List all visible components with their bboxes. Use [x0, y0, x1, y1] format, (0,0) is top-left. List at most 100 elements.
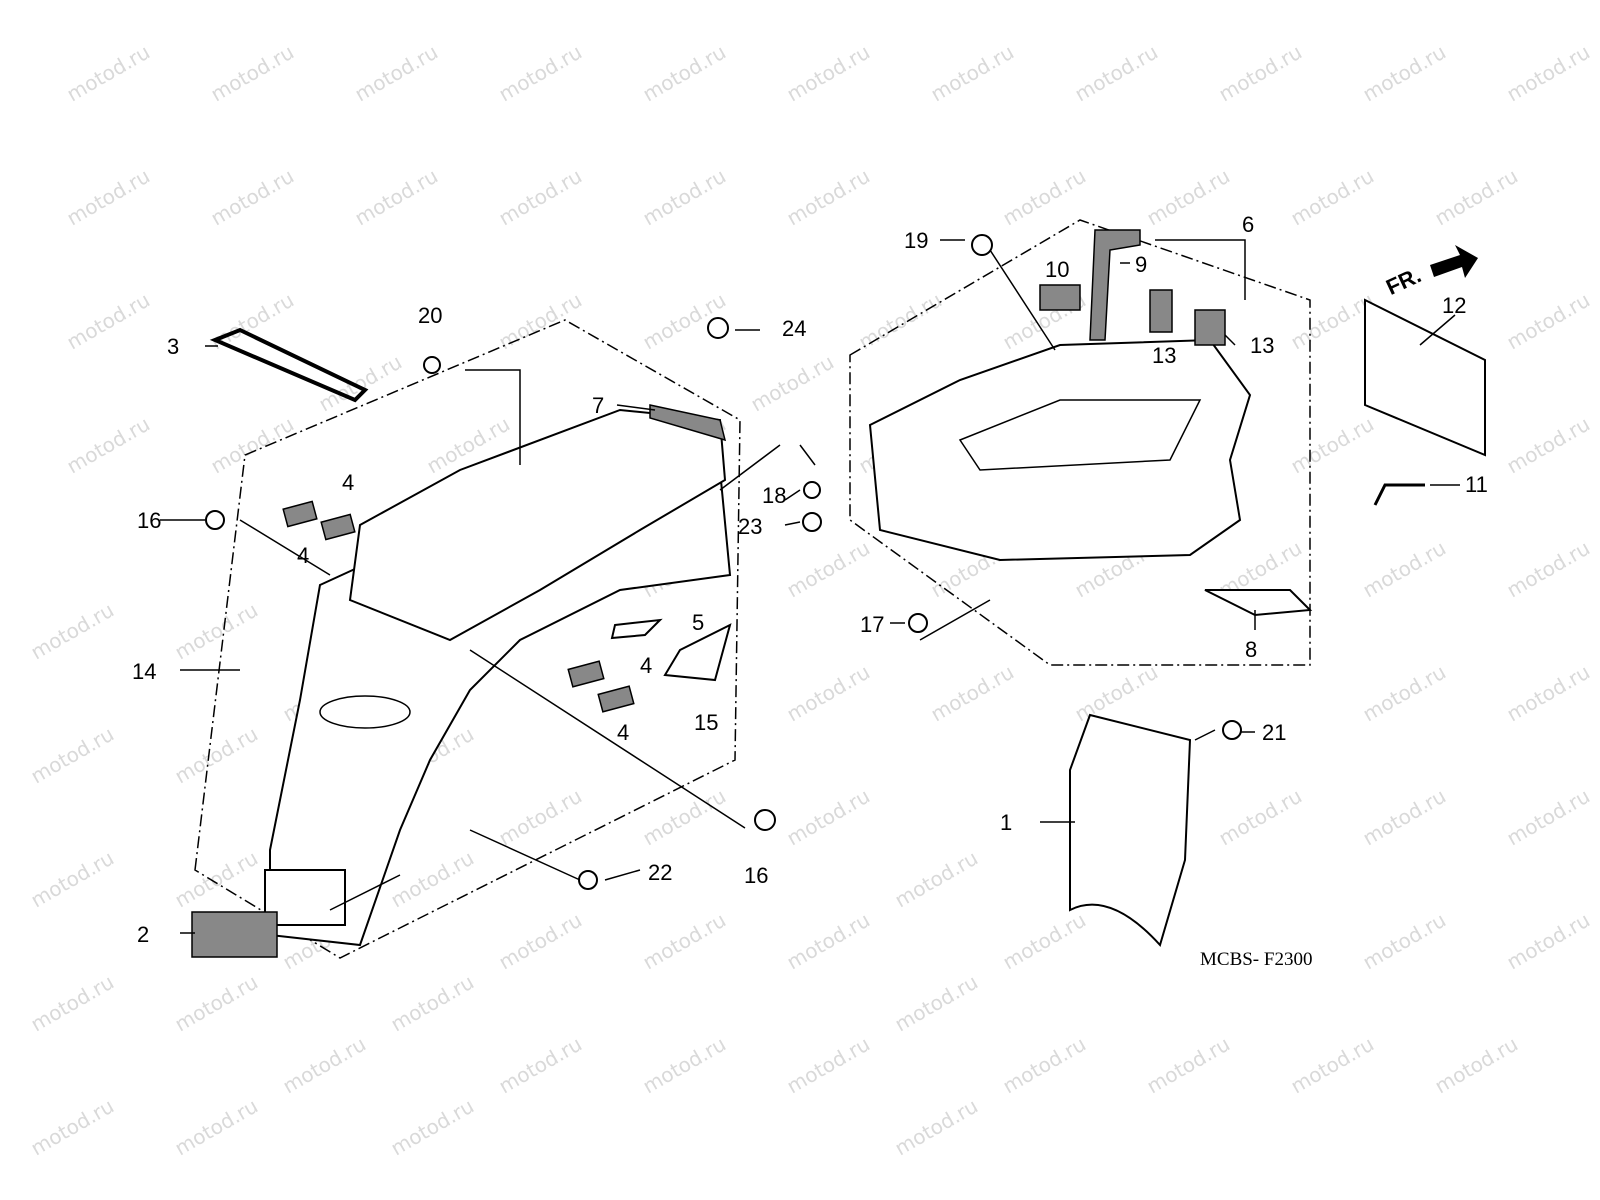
- clip-part: [803, 481, 821, 499]
- watermark-text: motod.ru: [315, 350, 406, 417]
- watermark-text: motod.ru: [783, 1032, 874, 1099]
- watermark-text: motod.ru: [1359, 536, 1450, 603]
- cushion-part: [567, 660, 605, 688]
- callout-4c: 4: [640, 653, 652, 678]
- callout-4d: 4: [617, 720, 629, 745]
- wire-part: [1373, 483, 1425, 506]
- watermark-text: motod.ru: [63, 164, 154, 231]
- watermark-text: motod.ru: [495, 164, 586, 231]
- front-direction-label: FR.: [1382, 262, 1425, 300]
- watermark-text: motod.ru: [999, 908, 1090, 975]
- callout-19: 19: [904, 228, 928, 253]
- bolt-part: [754, 809, 776, 831]
- watermark-text: motod.ru: [639, 784, 730, 851]
- storage-tray-part: [868, 338, 1252, 562]
- watermark-text: motod.ru: [27, 722, 118, 789]
- watermark-text: motod.ru: [279, 1032, 370, 1099]
- callout-7: 7: [592, 393, 604, 418]
- watermark-text: motod.ru: [783, 164, 874, 231]
- cover-panel-part: [1364, 298, 1486, 457]
- callout-1: 1: [1000, 810, 1012, 835]
- watermark-text: motod.ru: [783, 536, 874, 603]
- bolt-part: [423, 356, 441, 374]
- diagram-code: MCBS- F2300: [1200, 949, 1312, 970]
- callout-16a: 16: [137, 508, 161, 533]
- watermark-text: motod.ru: [1503, 412, 1594, 479]
- watermark-text: motod.ru: [1359, 40, 1450, 107]
- bolt-part: [908, 613, 928, 633]
- watermark-text: motod.ru: [1431, 164, 1522, 231]
- group-frame-right: [849, 219, 1311, 666]
- callout-22: 22: [648, 860, 672, 885]
- watermark-text: motod.ru: [1287, 1032, 1378, 1099]
- seal-part: [209, 327, 369, 403]
- cushion-part: [1149, 289, 1173, 333]
- watermark-text: motod.ru: [351, 164, 442, 231]
- watermark-text: motod.ru: [495, 40, 586, 107]
- watermark-text: motod.ru: [207, 164, 298, 231]
- cushion-part: [1194, 309, 1226, 346]
- nut-part: [578, 870, 598, 890]
- watermark-text: motod.ru: [891, 1094, 982, 1161]
- watermark-text: motod.ru: [1071, 660, 1162, 727]
- watermark-text: motod.ru: [639, 40, 730, 107]
- watermark-text: motod.ru: [1503, 40, 1594, 107]
- callout-8: 8: [1245, 637, 1257, 662]
- watermark-text: motod.ru: [1359, 908, 1450, 975]
- bolt-part: [205, 510, 225, 530]
- clamp-part: [971, 234, 993, 256]
- watermark-text: motod.ru: [1503, 536, 1594, 603]
- watermark-text: motod.ru: [495, 1032, 586, 1099]
- callout-24: 24: [782, 316, 806, 341]
- watermark-layer: motod.ru motod.ru motod.ru motod.ru motod.ru…: [27, 40, 1594, 1161]
- watermark-text: motod.ru: [387, 846, 478, 913]
- label-part: [610, 618, 663, 640]
- watermark-text: motod.ru: [783, 660, 874, 727]
- seal-part: [1089, 229, 1141, 341]
- watermark-text: motod.ru: [855, 288, 946, 355]
- watermark-text: motod.ru: [495, 784, 586, 851]
- label-part: [1204, 589, 1313, 617]
- watermark-text: motod.ru: [1287, 164, 1378, 231]
- callout-11: 11: [1465, 472, 1488, 497]
- watermark-text: motod.ru: [1503, 288, 1594, 355]
- watermark-text: motod.ru: [1359, 660, 1450, 727]
- callout-4b: 4: [297, 543, 309, 568]
- watermark-text: motod.ru: [171, 722, 262, 789]
- watermark-text: motod.ru: [351, 40, 442, 107]
- watermark-text: motod.ru: [495, 288, 586, 355]
- watermark-text: motod.ru: [1071, 40, 1162, 107]
- watermark-text: motod.ru: [27, 1094, 118, 1161]
- callout-3: 3: [167, 334, 179, 359]
- cushion-part: [597, 685, 635, 713]
- callout-20: 20: [418, 303, 442, 328]
- callout-16b: 16: [744, 863, 768, 888]
- watermark-text: motod.ru: [1503, 660, 1594, 727]
- callout-13b: 13: [1250, 333, 1274, 358]
- plate-part: [663, 623, 732, 682]
- watermark-text: motod.ru: [27, 846, 118, 913]
- callout-14: 14: [132, 659, 156, 684]
- grommet-part: [802, 512, 822, 532]
- watermark-text: motod.ru: [63, 288, 154, 355]
- watermark-text: motod.ru: [1359, 784, 1450, 851]
- callout-5: 5: [692, 610, 704, 635]
- watermark-text: motod.ru: [171, 970, 262, 1037]
- watermark-text: motod.ru: [927, 40, 1018, 107]
- watermark-text: motod.ru: [27, 598, 118, 665]
- watermark-text: motod.ru: [387, 970, 478, 1037]
- tray-inner: [958, 399, 1202, 471]
- watermark-text: motod.ru: [639, 908, 730, 975]
- bolt-part: [707, 317, 729, 339]
- watermark-text: motod.ru: [1503, 784, 1594, 851]
- watermark-text: motod.ru: [1431, 1032, 1522, 1099]
- watermark-text: motod.ru: [747, 350, 838, 417]
- callout-4a: 4: [342, 470, 354, 495]
- watermark-text: motod.ru: [1287, 412, 1378, 479]
- watermark-text: motod.ru: [927, 660, 1018, 727]
- watermark-text: motod.ru: [171, 598, 262, 665]
- callout-17: 17: [860, 612, 884, 637]
- front-direction-arrow-icon: [1430, 245, 1478, 278]
- cushion-part: [282, 500, 318, 528]
